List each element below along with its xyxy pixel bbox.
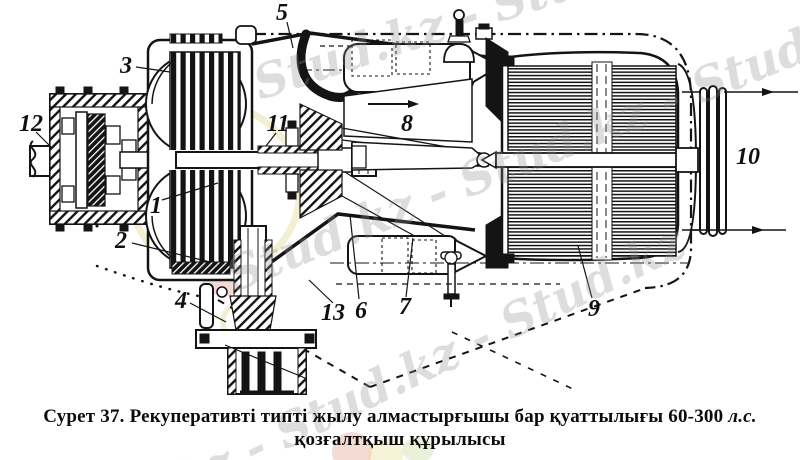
heat-exchanger	[480, 50, 699, 263]
part-label-6: 6	[355, 298, 367, 324]
part-label-10: 10	[736, 144, 760, 170]
outlet-flow-arrow-top	[724, 88, 798, 96]
outlet-flow-arrow-bottom	[690, 226, 786, 234]
exhaust-outlet	[682, 85, 798, 237]
part-label-13: 13	[321, 300, 345, 326]
figure-caption-line2: қозғалтқыш құрылысы	[294, 429, 506, 450]
part-label-9: 9	[588, 296, 600, 322]
part-labels-layer: 5 3 12 11 8 10 12 4 13 6 7 9	[19, 0, 760, 326]
figure-caption-unit: л.с.	[728, 406, 757, 427]
figure-caption: Сурет 37. Рекуперативті типті жылу алмас…	[0, 405, 800, 451]
part-label-8: 8	[401, 111, 413, 137]
part-label-2: 2	[114, 228, 127, 254]
part-label-7: 7	[399, 294, 412, 320]
flow-direction-arrow	[368, 100, 419, 108]
accessory-gearbox	[195, 225, 317, 395]
part-label-4: 4	[174, 288, 187, 314]
part-label-1: 1	[150, 193, 162, 219]
part-label-3: 3	[119, 53, 132, 79]
part-label-12: 12	[19, 111, 43, 137]
leader-lines	[35, 21, 593, 323]
figure-caption-text: Рекуперативті типті жылу алмастырғышы ба…	[124, 406, 729, 427]
reduction-gearbox	[29, 86, 149, 232]
part-label-5: 5	[276, 0, 288, 26]
figure-number: Сурет 37.	[43, 406, 125, 427]
figure-caption-line1: Сурет 37. Рекуперативті типті жылу алмас…	[0, 405, 800, 428]
part-label-11: 11	[267, 111, 290, 137]
fuel-injector	[440, 251, 462, 307]
